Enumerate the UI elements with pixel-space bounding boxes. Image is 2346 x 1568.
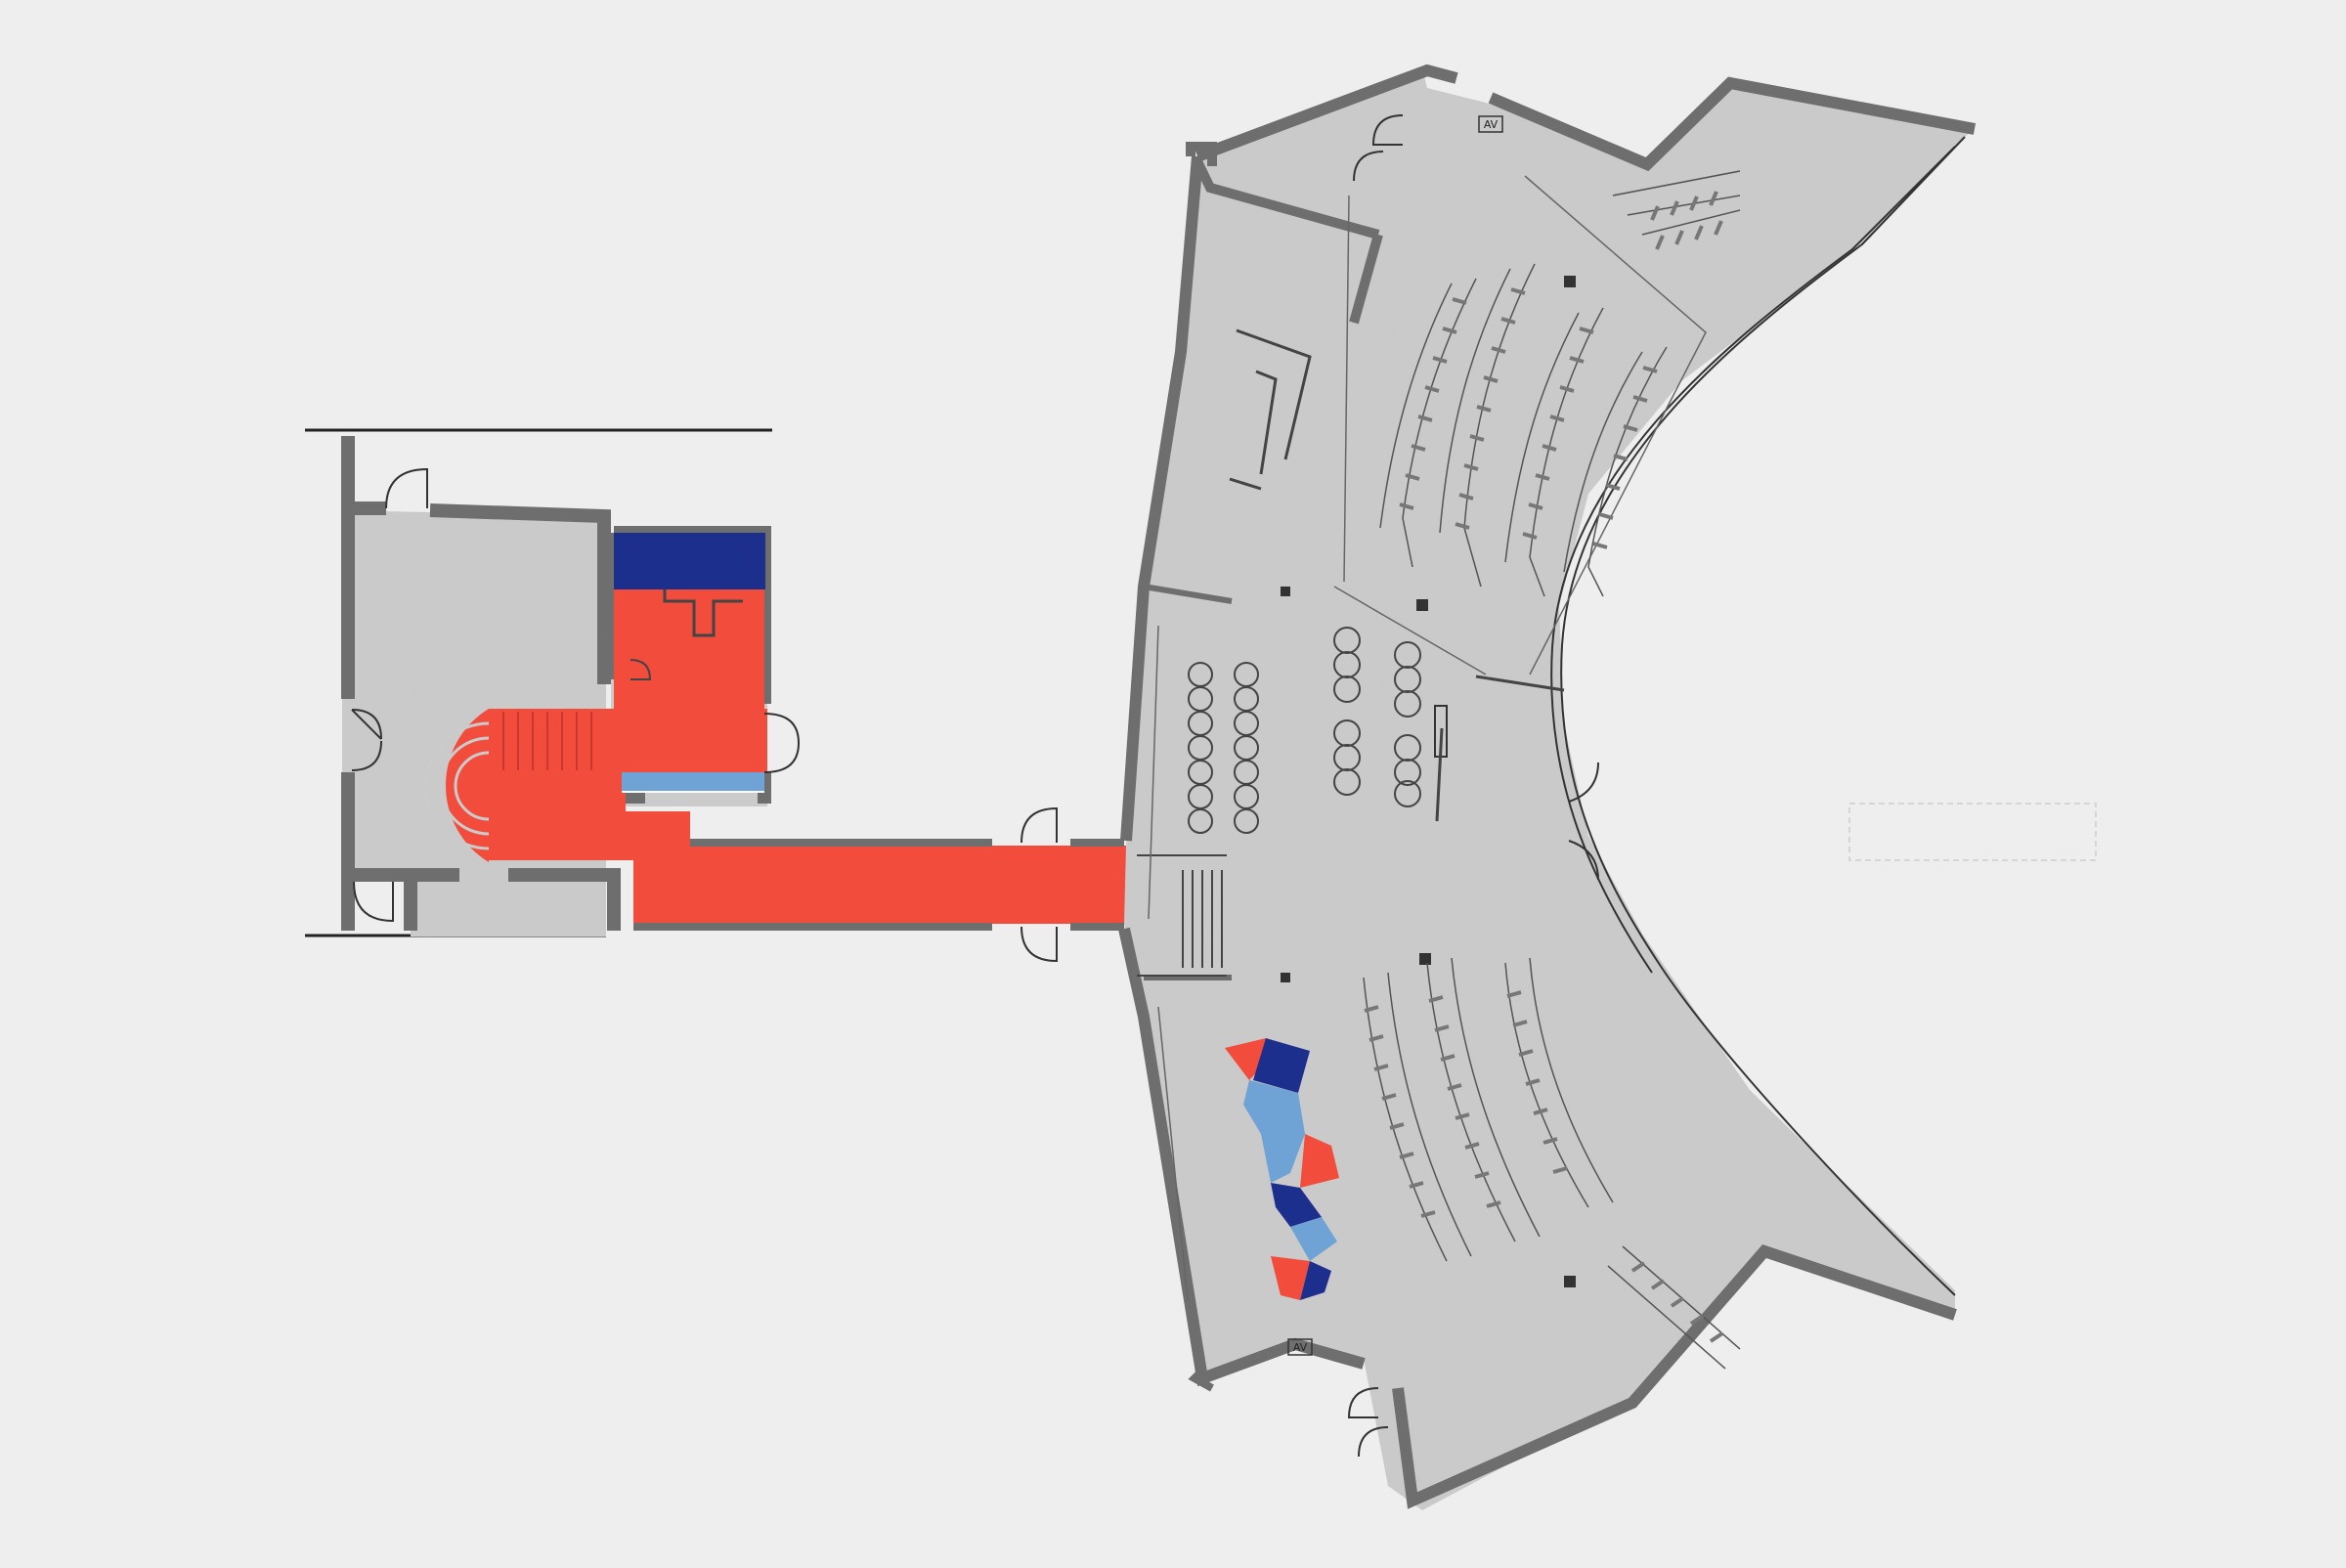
right-building-door-mid[interactable]: [763, 713, 800, 773]
red-stair-zone: [489, 587, 1136, 924]
left-entry-door-bottom[interactable]: [351, 740, 382, 771]
left-entry-door-top[interactable]: [351, 709, 382, 740]
red-circulation: [424, 587, 1136, 924]
lobby-tables: [1188, 627, 1421, 834]
auditorium-inner-curve: [1560, 136, 1966, 1296]
svg-text:AV: AV: [1484, 118, 1499, 131]
light-blue-strip: [622, 772, 764, 792]
corridor-walls: [633, 839, 1124, 931]
corridor-door-bottom[interactable]: [1021, 926, 1058, 963]
svg-text:AV: AV: [1293, 1341, 1308, 1354]
top-door[interactable]: [385, 467, 428, 509]
upper-seat-ticks: [1399, 191, 1723, 549]
red-stair-treads: [502, 712, 592, 770]
lobby-steps: [1137, 854, 1227, 977]
faceted-seating-installation: [1225, 1038, 1339, 1300]
dashed-annotation-box: [1848, 803, 2097, 861]
right-building: [1118, 64, 1977, 1510]
lower-seating: [1363, 957, 1741, 1370]
south-door[interactable]: [1347, 1387, 1389, 1458]
bottom-door[interactable]: [353, 881, 394, 923]
lower-seat-ticks: [1364, 990, 1724, 1343]
upper-hall-tag: AV: [1478, 115, 1503, 133]
red-room-walls: [663, 589, 743, 637]
blue-stair-block: [614, 533, 765, 589]
columns: [1281, 276, 1576, 1287]
lower-hall-tag: AV: [1287, 1338, 1313, 1356]
east-door[interactable]: [1568, 762, 1599, 881]
corridor-door-top[interactable]: [1021, 806, 1058, 844]
upper-back-room-walls: [1186, 142, 1383, 325]
north-door[interactable]: [1353, 114, 1404, 182]
semicircular-steps: [445, 709, 489, 862]
lower-back-room-walls: [1188, 1366, 1214, 1392]
auditorium-outer-wall: [1118, 64, 1977, 1509]
